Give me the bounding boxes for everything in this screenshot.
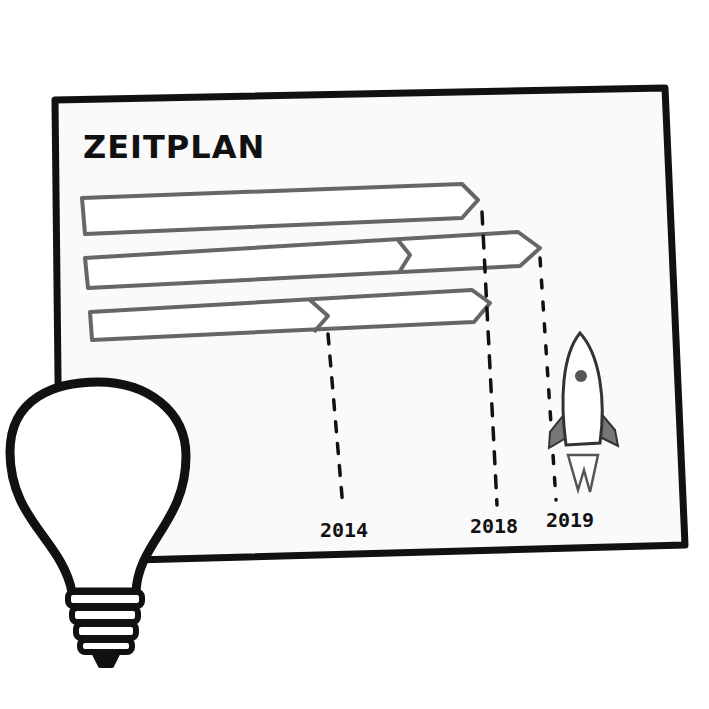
rocket-icon xyxy=(549,333,618,492)
gantt-bars xyxy=(82,184,540,340)
gantt-bar xyxy=(90,290,490,340)
bar-chevron xyxy=(310,300,328,332)
gantt-bar xyxy=(85,232,540,288)
chart-title: ZEITPLAN xyxy=(83,128,265,166)
drop-lines xyxy=(328,212,556,508)
year-label: 2014 xyxy=(320,518,368,542)
gantt-bar xyxy=(82,184,478,234)
drop-line xyxy=(328,334,343,508)
light-bulb xyxy=(10,382,186,666)
year-label: 2018 xyxy=(470,514,518,538)
bar-chevron xyxy=(398,240,410,271)
year-label: 2019 xyxy=(546,508,594,532)
drop-line xyxy=(540,258,556,500)
drop-line xyxy=(482,212,497,505)
